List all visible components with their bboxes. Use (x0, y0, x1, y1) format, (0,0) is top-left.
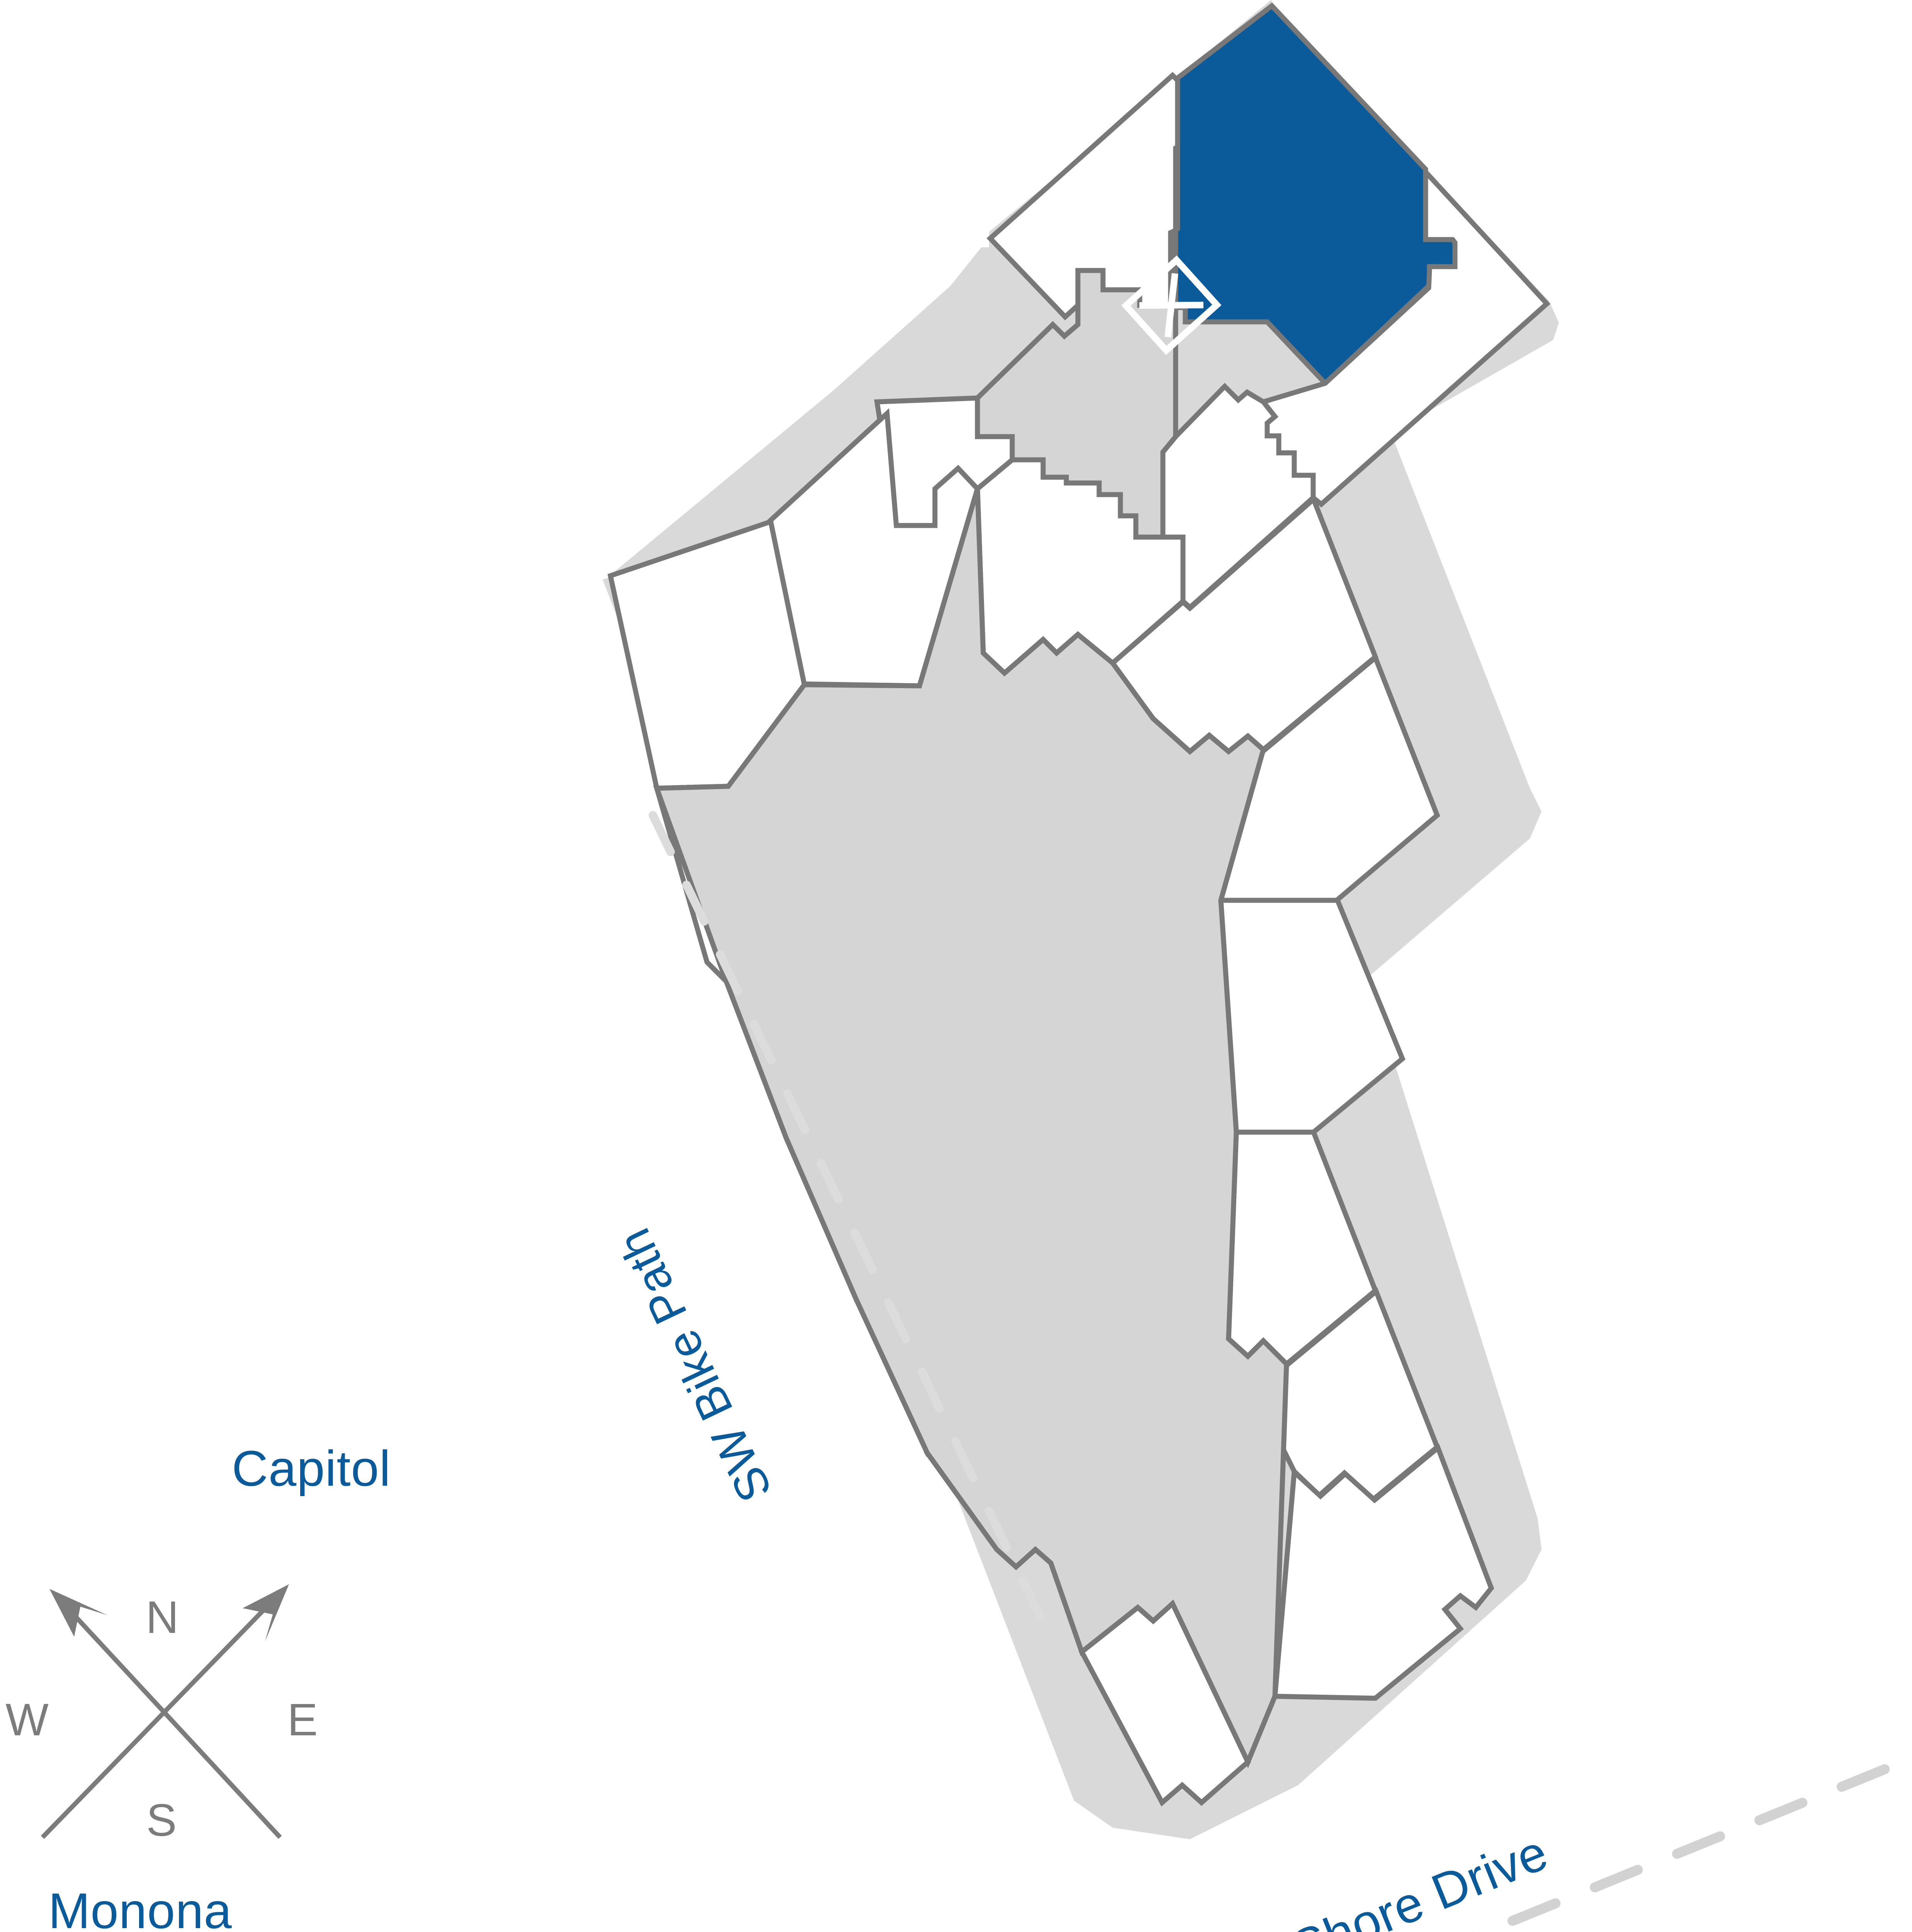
compass-arrow-ne-shaft (41, 1593, 280, 1839)
compass-arrow-nw-head (49, 1589, 107, 1637)
main-wing (607, 395, 1494, 1807)
monona-bay-label-line1: Monona (48, 1883, 232, 1932)
sw-bike-path-label: SW Bike Path (607, 1221, 782, 1510)
compass-arrow-nw-shaft (58, 1598, 282, 1839)
elevator-box-icon (1121, 255, 1222, 355)
compass-rose: N E S W (5, 1584, 318, 1846)
compass-label-n: N (146, 1592, 178, 1643)
compass-label-w: W (5, 1694, 48, 1745)
capitol-label: Capitol (232, 1440, 391, 1497)
elevator-core-marker (1121, 255, 1222, 355)
compass-label-s: S (146, 1795, 177, 1846)
north-shore-drive-label: North Shore Drive (1156, 1823, 1555, 1932)
north-shore-drive-line (1472, 1753, 1912, 1932)
elevator-x-icon-2 (1164, 273, 1178, 338)
unit-e6[interactable] (1272, 1444, 1494, 1701)
corridor-spine-band (653, 488, 1289, 1769)
compass-label-e: E (287, 1694, 318, 1745)
compass-arrow-ne-head (243, 1584, 289, 1641)
